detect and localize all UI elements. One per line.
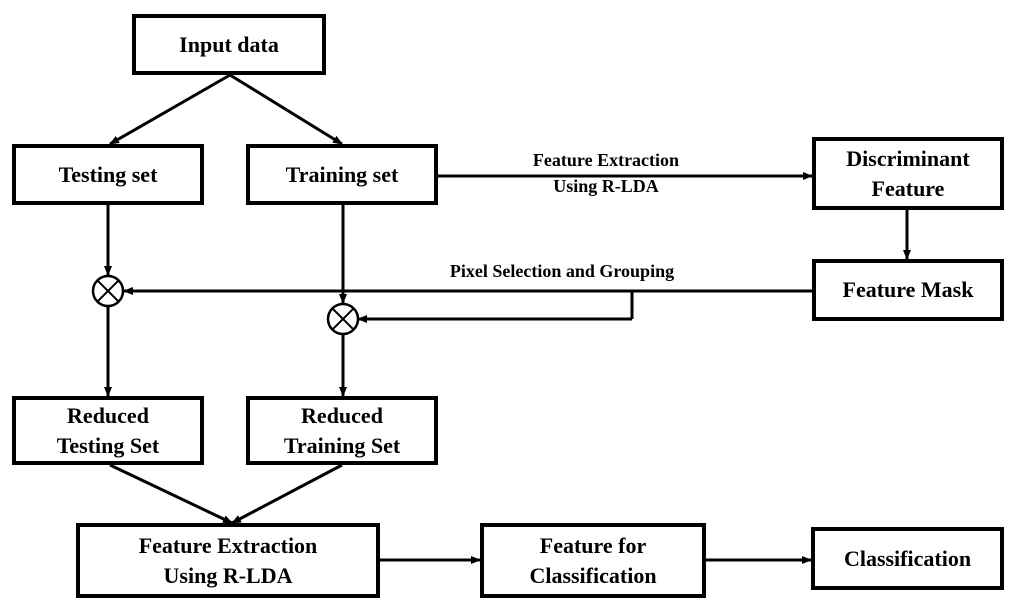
edge-label-line-2: Using R-LDA (553, 176, 659, 196)
node-classification: Classification (811, 527, 1004, 590)
node-label-line-2: Testing Set (56, 432, 160, 458)
node-feature-mask: Feature Mask (812, 259, 1004, 321)
node-reduced-testing-set: Reduced Testing Set (12, 396, 204, 465)
node-label-line-1: Reduced (67, 402, 149, 428)
arrow-reduced-training-to-extraction (231, 463, 343, 525)
node-label-line-1: Feature for (539, 532, 647, 558)
arrow-input-to-testing (109, 73, 231, 146)
node-label-line-1: Discriminant (846, 145, 970, 171)
node-label: Input data (179, 31, 279, 57)
node-input-data: Input data (132, 14, 326, 75)
node-reduced-training-set: Reduced Training Set (246, 396, 438, 465)
node-label-line-2: Using R-LDA (163, 562, 293, 588)
node-label-line-2: Feature (871, 175, 945, 201)
node-testing-set: Testing set (12, 144, 204, 205)
edge-label-text: Pixel Selection and Grouping (449, 261, 675, 281)
node-discriminant-feature: Discriminant Feature (812, 137, 1004, 210)
node-feature-extraction: Feature Extraction Using R-LDA (76, 523, 380, 598)
arrow-input-to-training (229, 73, 343, 146)
circle-times-icon (326, 302, 360, 336)
arrow-reduced-testing-to-extraction (109, 463, 233, 525)
node-label: Training set (285, 161, 399, 187)
node-training-set: Training set (246, 144, 438, 205)
edge-label-feature-extraction: Feature Extraction Using R-LDA (490, 147, 722, 199)
node-label: Testing set (58, 161, 158, 187)
circle-times-icon (91, 274, 125, 308)
edge-label-line-1: Feature Extraction (532, 150, 680, 170)
node-label: Classification (843, 545, 972, 571)
node-label-line-2: Training Set (283, 432, 401, 458)
node-feature-for-classification: Feature for Classification (480, 523, 706, 598)
node-label-line-1: Feature Extraction (138, 532, 318, 558)
node-label: Feature Mask (842, 277, 974, 302)
node-label-line-2: Classification (529, 562, 657, 588)
edge-label-pixel-selection: Pixel Selection and Grouping (400, 258, 724, 284)
node-label-line-1: Reduced (301, 402, 383, 428)
